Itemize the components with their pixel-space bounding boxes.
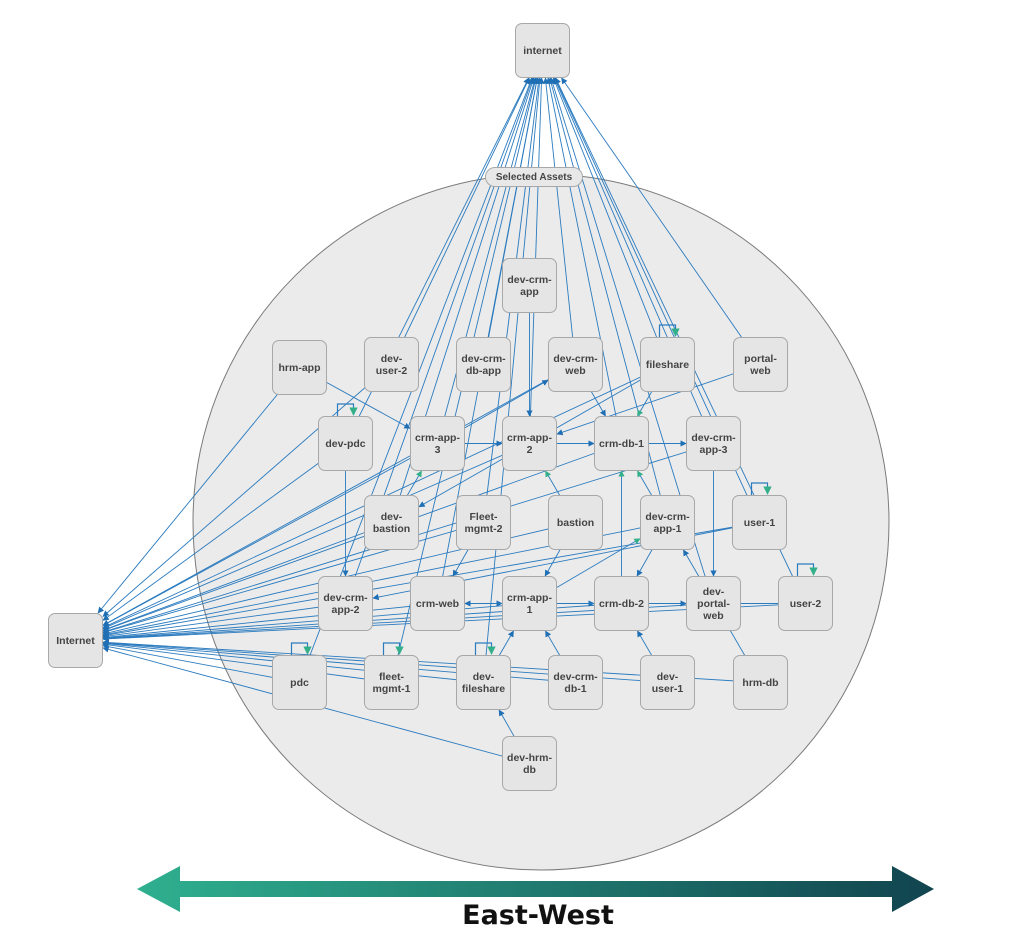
edge-crm-app-2-to-internet-left — [102, 443, 530, 630]
node-label: dev-user-1 — [651, 670, 684, 695]
edge-portal-web-to-internet-top — [561, 77, 761, 365]
edge-dev-crm-web-to-internet-left — [102, 364, 576, 626]
node-dev-hrm-db[interactable]: dev-hrm-db — [502, 736, 557, 791]
node-hrm-db[interactable]: hrm-db — [733, 655, 788, 710]
node-dev-crm-app-3[interactable]: dev-crm-app-3 — [686, 416, 741, 471]
edge-crm-db-1-to-internet-top — [546, 77, 622, 444]
edge-portal-web-to-crm-app-2 — [556, 364, 761, 436]
edge-crm-app-3-to-internet-left — [102, 443, 438, 626]
node-fleet-mgmt-2[interactable]: Fleet-mgmt-2 — [456, 495, 511, 550]
node-dev-user-2[interactable]: dev-user-2 — [364, 337, 419, 392]
node-user-1[interactable]: user-1 — [732, 495, 787, 550]
edge-fleet-mgmt-1-to-internet-left — [102, 641, 392, 683]
node-hrm-app[interactable]: hrm-app — [272, 340, 327, 395]
node-label: internet — [523, 44, 562, 57]
edge-crm-db-1-to-internet-left — [102, 443, 622, 632]
node-label: Fleet-mgmt-2 — [464, 510, 503, 535]
node-label: portal-web — [744, 352, 777, 377]
node-label: dev-pdc — [325, 437, 366, 450]
selected-assets-text: Selected Assets — [495, 171, 573, 183]
edge-dev-bastion-to-internet-left — [102, 522, 392, 632]
self-loop-fileshare — [658, 324, 680, 337]
node-fleet-mgmt-1[interactable]: fleet-mgmt-1 — [364, 655, 419, 710]
node-label: crm-app-2 — [507, 431, 552, 456]
node-dev-crm-web[interactable]: dev-crm-web — [548, 337, 603, 392]
node-dev-crm-app[interactable]: dev-crm-app — [502, 258, 557, 313]
node-label: bastion — [556, 516, 595, 529]
selected-assets-label[interactable]: Selected Assets — [485, 167, 583, 187]
edge-crm-app-3-to-internet-top — [437, 77, 537, 444]
node-label: crm-app-1 — [507, 591, 552, 616]
node-label: dev-crm-db-app — [461, 352, 506, 377]
node-internet-top[interactable]: internet — [515, 23, 570, 78]
node-crm-db-1[interactable]: crm-db-1 — [594, 416, 649, 471]
node-crm-app-1[interactable]: crm-app-1 — [502, 576, 557, 631]
node-bastion[interactable]: bastion — [548, 495, 603, 550]
node-label: dev-hrm-db — [507, 751, 552, 776]
node-label: dev-crm-app-1 — [645, 510, 690, 535]
node-crm-app-2[interactable]: crm-app-2 — [502, 416, 557, 471]
east-west-arrow — [137, 866, 934, 912]
edge-dev-user-2-to-internet-left — [102, 364, 392, 617]
node-label: dev-crm-db-1 — [553, 670, 598, 695]
node-label: dev-crm-web — [553, 352, 598, 377]
node-label: dev-crm-app-2 — [323, 591, 368, 616]
edge-crm-web-to-internet-left — [102, 603, 438, 641]
self-loop-layer — [290, 324, 818, 655]
node-label: dev-user-2 — [375, 352, 408, 377]
node-label: dev-crm-app-3 — [691, 431, 736, 456]
node-dev-crm-db-app[interactable]: dev-crm-db-app — [456, 337, 511, 392]
edge-dev-crm-app-2-to-internet-left — [102, 603, 346, 640]
node-label: dev-portal-web — [697, 585, 730, 622]
node-internet-left[interactable]: Internet — [48, 613, 103, 668]
node-label: pdc — [290, 676, 309, 689]
edge-dev-pdc-to-internet-left — [102, 443, 346, 621]
self-loop-fleet-mgmt-1 — [382, 642, 404, 655]
node-label: Internet — [56, 634, 95, 647]
node-crm-web[interactable]: crm-web — [410, 576, 465, 631]
node-dev-bastion[interactable]: dev-bastion — [364, 495, 419, 550]
node-crm-db-2[interactable]: crm-db-2 — [594, 576, 649, 631]
node-dev-crm-app-2[interactable]: dev-crm-app-2 — [318, 576, 373, 631]
edge-hrm-app-to-internet-left — [97, 367, 300, 614]
node-label: crm-app-3 — [415, 431, 460, 456]
node-label: dev-crm-app — [507, 273, 552, 298]
edge-fleet-mgmt-2-to-internet-left — [102, 522, 484, 634]
node-label: fleet-mgmt-1 — [372, 670, 411, 695]
edge-dev-user-2-to-internet-top — [391, 77, 530, 365]
edge-fileshare-to-internet-top — [552, 77, 668, 365]
self-loop-user-1 — [750, 482, 772, 495]
node-label: dev-fileshare — [461, 670, 506, 695]
node-dev-portal-web[interactable]: dev-portal-web — [686, 576, 741, 631]
node-label: hrm-db — [742, 676, 779, 689]
east-west-label: East-West — [462, 900, 614, 931]
node-label: hrm-app — [278, 361, 321, 374]
node-fileshare[interactable]: fileshare — [640, 337, 695, 392]
node-dev-pdc[interactable]: dev-pdc — [318, 416, 373, 471]
self-loop-dev-pdc — [336, 403, 358, 416]
node-label: dev-bastion — [372, 510, 411, 535]
edge-dev-crm-web-to-internet-top — [542, 77, 576, 365]
node-dev-fileshare[interactable]: dev-fileshare — [456, 655, 511, 710]
node-portal-web[interactable]: portal-web — [733, 337, 788, 392]
node-label: crm-db-2 — [599, 597, 644, 610]
node-label: crm-db-1 — [599, 437, 644, 450]
node-label: user-1 — [743, 516, 776, 529]
node-label: crm-web — [415, 597, 460, 610]
edge-pdc-to-internet-left — [102, 643, 300, 683]
node-crm-app-3[interactable]: crm-app-3 — [410, 416, 465, 471]
self-loop-user-2 — [796, 563, 818, 576]
node-dev-crm-db-1[interactable]: dev-crm-db-1 — [548, 655, 603, 710]
node-dev-crm-app-1[interactable]: dev-crm-app-1 — [640, 495, 695, 550]
self-loop-dev-fileshare — [474, 642, 496, 655]
node-pdc[interactable]: pdc — [272, 655, 327, 710]
node-label: user-2 — [789, 597, 822, 610]
self-loop-pdc — [290, 642, 312, 655]
node-label: fileshare — [645, 358, 690, 371]
node-dev-user-1[interactable]: dev-user-1 — [640, 655, 695, 710]
node-user-2[interactable]: user-2 — [778, 576, 833, 631]
